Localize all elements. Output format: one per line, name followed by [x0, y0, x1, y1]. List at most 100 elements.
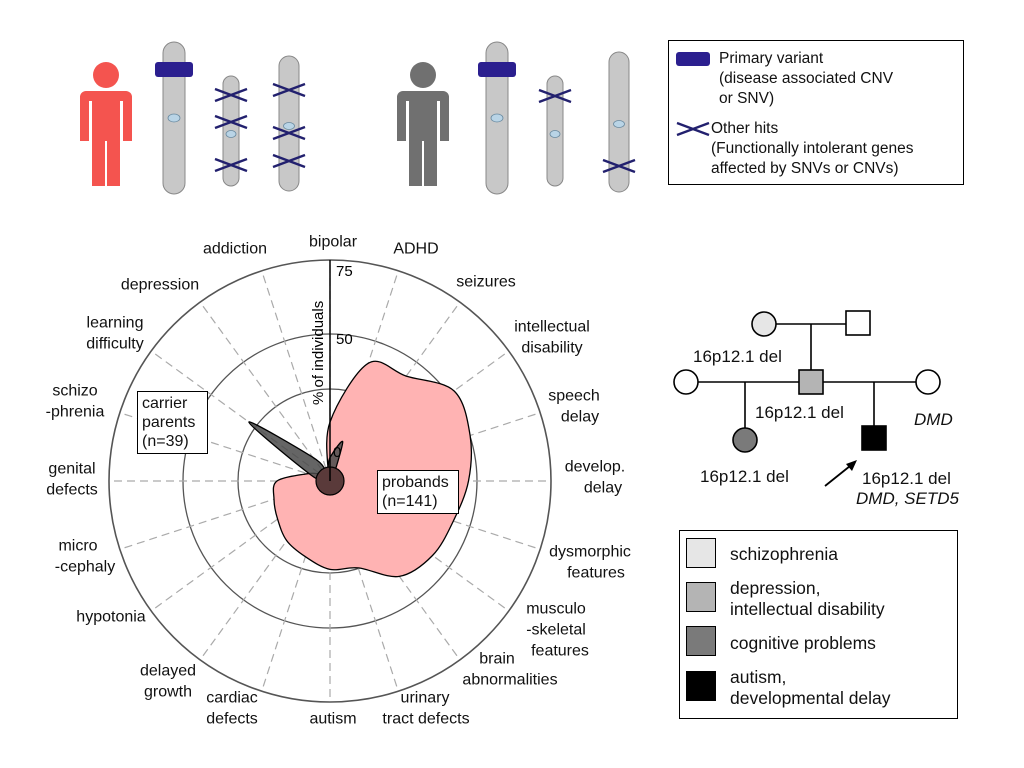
legend-intellectual-disability: intellectual disability	[730, 599, 885, 619]
radar-spoke	[199, 480, 331, 661]
radar-axis-title: % of individuals	[310, 301, 327, 405]
father-genotype: 16p12.1 del	[755, 403, 844, 422]
chromosome-2	[214, 75, 248, 187]
radar-spoke	[150, 480, 331, 612]
cognitive-swatch	[686, 626, 716, 656]
label-skeletal: -skeletal	[526, 621, 586, 639]
label-bipolar: bipolar	[308, 233, 358, 251]
other-hit-mark	[272, 82, 306, 169]
primary-variant-title: Primary variant	[719, 50, 824, 67]
legend-schizophrenia: schizophrenia	[730, 544, 838, 564]
proband-person-icon	[80, 62, 132, 186]
radar-spoke	[261, 480, 331, 692]
chromosome-5	[538, 75, 572, 187]
phenotype-radar-chart: 75 50 0 % of individuals	[108, 259, 552, 703]
radar-spoke	[119, 480, 331, 550]
label-intellectual: intellectual	[514, 318, 590, 336]
label-autism: autism	[309, 710, 357, 728]
label-phrenia: -phrenia	[45, 403, 105, 421]
autism-swatch	[686, 671, 716, 701]
parent-person-icon	[397, 62, 449, 186]
proband-genotype-1: 16p12.1 del	[862, 469, 951, 488]
mother-symbol	[915, 369, 941, 395]
other-hit-mark	[214, 87, 248, 173]
label-speech-delay: delay	[560, 408, 600, 426]
proband-genotype-2: DMD, SETD5	[856, 489, 959, 508]
label-develop: develop.	[564, 458, 626, 476]
label-tract-defects: tract defects	[382, 710, 470, 728]
chromosome-1	[155, 41, 193, 195]
half-sister-genotype: 16p12.1 del	[700, 467, 789, 486]
depression-swatch	[686, 582, 716, 612]
label-develop-delay: delay	[583, 479, 623, 497]
grandmother-genotype: 16p12.1 del	[693, 347, 782, 366]
other-hit-mark	[602, 158, 636, 174]
legend-depression: depression,	[730, 578, 821, 598]
label-musculo: musculo	[526, 600, 586, 618]
carrier-parents-label: carrier parents (n=39)	[137, 391, 208, 454]
other-hits-desc-2: affected by SNVs or CNVs)	[711, 160, 899, 177]
label-delayed: delayed	[139, 662, 197, 680]
schizophrenia-swatch	[686, 538, 716, 568]
label-depression: depression	[120, 276, 200, 294]
legend-developmental-delay: developmental delay	[730, 688, 891, 708]
variant-illustration	[80, 41, 636, 195]
label-growth: growth	[143, 683, 193, 701]
proband-arrow-icon	[824, 460, 857, 487]
first-partner-symbol	[673, 369, 699, 395]
carrier-label-line3: (n=39)	[142, 433, 189, 450]
variant-legend: Primary variant (disease associated CNV …	[668, 40, 964, 185]
probands-label-line1: probands	[382, 474, 449, 491]
label-micro: micro	[58, 537, 98, 555]
label-brain-abnormalities: abnormalities	[462, 671, 558, 689]
phenotype-legend: schizophrenia depression, intellectual d…	[679, 530, 958, 719]
mother-genotype: DMD	[914, 410, 953, 429]
label-hypotonia: hypotonia	[76, 608, 146, 626]
label-learning: learning	[86, 314, 144, 332]
label-cardiac: cardiac	[206, 689, 258, 707]
chromosome-4	[478, 41, 516, 195]
other-hit-swatch-icon	[676, 121, 710, 137]
primary-variant-swatch	[676, 52, 710, 66]
father-symbol	[798, 369, 824, 395]
label-seizures: seizures	[456, 273, 516, 291]
radar-spoke	[329, 480, 399, 692]
label-schizo: schizo	[52, 382, 98, 400]
label-dysmorphic: dysmorphic	[549, 543, 631, 561]
tick-50: 50	[336, 331, 353, 348]
radar-spoke	[150, 350, 331, 482]
legend-cognitive-problems: cognitive problems	[730, 633, 876, 653]
label-cardiac-defects: defects	[206, 710, 258, 728]
label-urinary: urinary	[400, 689, 450, 707]
other-hit-mark	[538, 88, 572, 104]
label-musculo-features: features	[531, 642, 589, 660]
legend-autism: autism,	[730, 667, 787, 687]
pedigree-diagram	[673, 310, 941, 487]
half-sister-symbol	[732, 427, 758, 453]
radar-spoke	[199, 301, 331, 482]
primary-variant-mark	[155, 62, 193, 77]
label-disability: disability	[521, 339, 583, 357]
primary-variant-desc-1: (disease associated CNV	[719, 70, 894, 87]
label-difficulty: difficulty	[86, 335, 144, 353]
proband-symbol	[861, 425, 887, 451]
chromosome-6	[602, 51, 636, 193]
tick-0: 0	[333, 444, 341, 461]
label-genital: genital	[48, 460, 96, 478]
grandmother-symbol	[751, 311, 777, 337]
chromosome-3	[272, 55, 306, 192]
carrier-label-line1: carrier	[142, 395, 188, 412]
label-genital-defects: defects	[46, 481, 98, 499]
tick-75: 75	[336, 263, 353, 280]
probands-label-line2: (n=141)	[382, 493, 438, 510]
other-hits-desc-1: (Functionally intolerant genes	[711, 140, 914, 157]
carrier-label-line2: parents	[142, 414, 196, 431]
label-cephaly: -cephaly	[54, 558, 116, 576]
label-brain: brain	[479, 650, 515, 668]
other-hits-title: Other hits	[711, 120, 779, 137]
label-addiction: addiction	[202, 240, 268, 258]
probands-label: probands (n=141)	[377, 470, 459, 514]
label-dysmorphic-features: features	[567, 564, 625, 582]
label-adhd: ADHD	[393, 240, 439, 258]
primary-variant-mark	[478, 62, 516, 77]
